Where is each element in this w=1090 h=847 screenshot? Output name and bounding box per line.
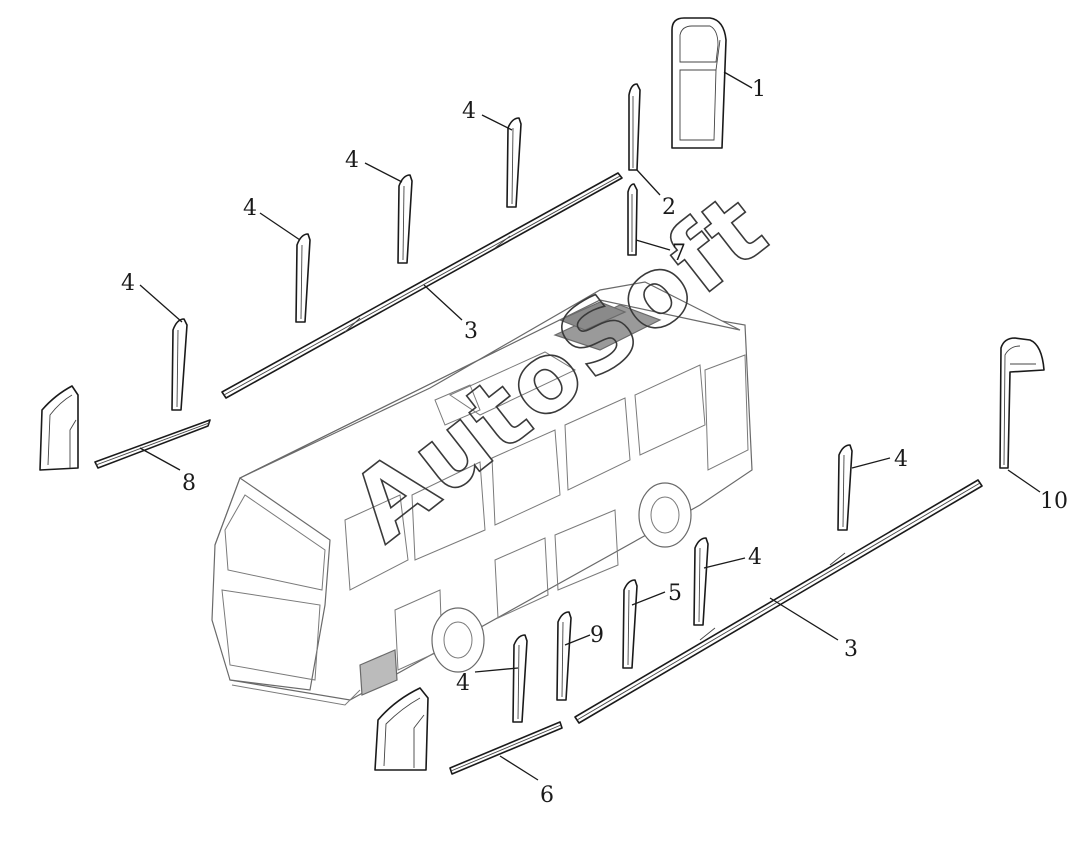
upper-pillars [171, 117, 522, 411]
callout-3-lower: 3 [844, 637, 858, 662]
callout-1: 1 [752, 77, 766, 102]
part-1-door-frame [671, 17, 727, 149]
part-2-door-pillar [628, 83, 641, 171]
part-6-front-lower-rail [449, 721, 563, 775]
lower-pillars [512, 444, 853, 723]
callout-4-b: 4 [345, 148, 359, 173]
callout-3-upper: 3 [464, 319, 478, 344]
part-3-lower-rail [574, 479, 983, 724]
callout-labels: 1 2 7 3 4 4 4 4 8 4 4 5 9 4 3 6 10 [121, 77, 1068, 808]
part-7-pillar [627, 183, 638, 256]
callout-4-c: 4 [243, 196, 257, 221]
callout-9: 9 [590, 623, 604, 648]
part-10-door-frame [999, 337, 1045, 469]
part-3-upper-rail [221, 172, 623, 399]
front-corner-panel [374, 687, 429, 771]
callout-6: 6 [540, 783, 554, 808]
part-8-rear-lower-rail [94, 419, 211, 469]
callout-4-g: 4 [456, 671, 470, 696]
callout-2: 2 [662, 195, 676, 220]
callout-10: 10 [1040, 489, 1068, 514]
callout-4-a: 4 [462, 99, 476, 124]
bus-illustration [211, 281, 753, 706]
leader-lines [139, 71, 1041, 781]
callout-4-d: 4 [121, 271, 135, 296]
callout-4-e: 4 [894, 447, 908, 472]
rear-left-corner-panel [39, 385, 79, 471]
callout-4-f: 4 [748, 545, 762, 570]
callout-8: 8 [182, 471, 196, 496]
callout-7: 7 [672, 241, 686, 266]
callout-5: 5 [668, 581, 682, 606]
